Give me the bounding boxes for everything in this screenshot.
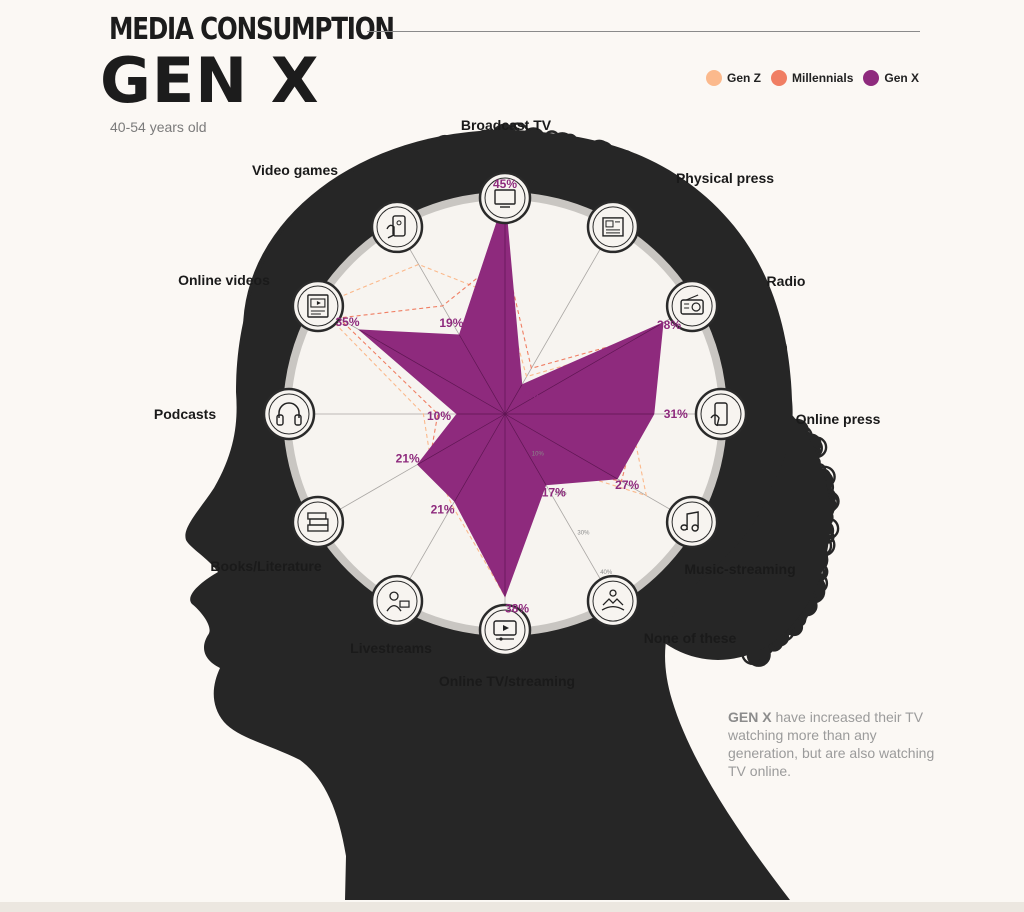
livestream-icon <box>370 574 424 628</box>
video-window-icon <box>291 279 345 333</box>
series-spoke <box>504 413 547 485</box>
tick-label: 20% <box>555 491 568 497</box>
annotation-note: GEN X have increased their TV watching m… <box>728 708 943 780</box>
legend-item-millennials: Millennials <box>771 70 853 86</box>
category-label: Online videos <box>178 272 270 288</box>
value-label: 35% <box>335 315 359 329</box>
note-text: have increased their TV watching more th… <box>728 709 935 779</box>
value-label: 38% <box>505 601 529 615</box>
value-label: 21% <box>431 502 455 516</box>
category-label: Podcasts <box>154 406 216 422</box>
value-label: 45% <box>493 177 517 191</box>
icon-layer <box>262 171 748 657</box>
value-label: 17% <box>542 486 566 500</box>
category-label: None of these <box>644 630 737 646</box>
series-spoke <box>459 334 506 415</box>
value-label: 21% <box>396 451 420 465</box>
series-spoke <box>417 413 506 465</box>
category-label: Online press <box>796 411 881 427</box>
game-phone-icon <box>370 200 424 254</box>
headphones-icon <box>262 387 316 441</box>
age-range: 40-54 years old <box>110 119 207 135</box>
category-label: Video games <box>252 162 338 178</box>
tick-label: 10% <box>532 452 545 458</box>
category-label: Books/Literature <box>210 558 321 574</box>
legend-label: Millennials <box>792 71 854 85</box>
legend-swatch <box>863 70 880 86</box>
newspaper-icon <box>586 200 640 254</box>
series-spoke <box>504 384 523 415</box>
tv-icon <box>478 171 532 225</box>
category-label: Physical press <box>676 170 774 186</box>
note-highlight: GEN X <box>728 709 772 725</box>
meditation-icon <box>586 574 640 628</box>
legend-item-gen-x: Gen X <box>863 70 919 86</box>
category-label: Broadcast TV <box>461 117 552 133</box>
series-spoke <box>504 413 618 480</box>
legend: Gen Z Millennials Gen X <box>706 70 919 86</box>
value-label: 19% <box>439 316 463 330</box>
bottom-strip <box>0 902 1024 912</box>
music-notes-icon <box>665 495 719 549</box>
category-label: Radio <box>767 273 806 289</box>
series-spoke <box>359 329 506 415</box>
smartphone-icon <box>694 387 748 441</box>
header-title: MEDIA CONSUMPTION <box>109 12 395 47</box>
series-spoke <box>504 322 664 415</box>
series-spoke <box>454 413 506 502</box>
legend-swatch <box>706 70 722 86</box>
generation-title: GEN X <box>100 44 320 117</box>
value-label: 7% <box>521 388 539 402</box>
legend-label: Gen Z <box>727 71 762 85</box>
category-label: Livestreams <box>350 640 432 656</box>
header-rule <box>367 31 920 32</box>
value-label: 38% <box>657 318 681 332</box>
tick-label: 30% <box>577 531 590 537</box>
value-label: 10% <box>427 409 451 423</box>
legend-swatch <box>771 70 788 86</box>
radio-icon <box>665 279 719 333</box>
tick-label: 40% <box>600 570 613 576</box>
legend-label: Gen X <box>884 71 920 85</box>
value-label: 31% <box>664 407 688 421</box>
video-player-icon <box>478 603 532 657</box>
books-icon <box>291 495 345 549</box>
value-labels: 45% 7% 38% 31% 27% 17% 38% 21% 21% 10% 35% 19% <box>335 177 688 615</box>
value-label: 27% <box>615 478 639 492</box>
category-label: Online TV/streaming <box>439 673 575 689</box>
category-label: Music-streaming <box>684 561 795 577</box>
legend-item-gen-z: Gen Z <box>706 70 761 86</box>
